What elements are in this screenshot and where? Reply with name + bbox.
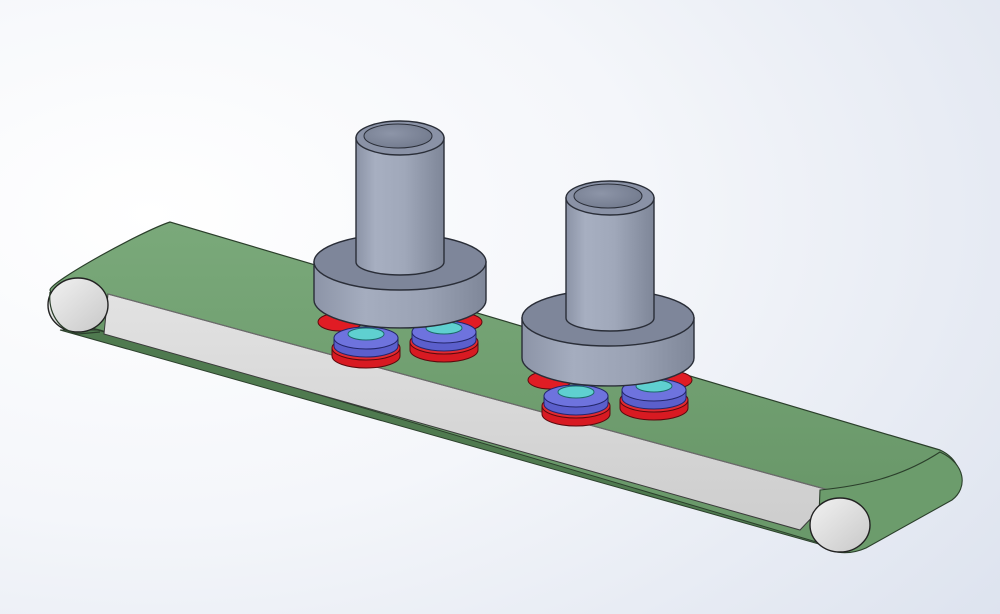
end-roller-left (47, 277, 109, 333)
left-wrap-edge (49, 291, 101, 335)
holder-assembly-2 (521, 180, 695, 427)
shaft-1 (355, 120, 445, 276)
conveyor (47, 221, 963, 554)
end-roller-right (809, 497, 871, 553)
puck-front-left-2 (541, 384, 611, 427)
puck-front-left-1 (331, 326, 401, 369)
shaft-2 (565, 180, 655, 332)
holder-assembly-1 (313, 120, 487, 369)
panel-top-edge (107, 293, 837, 493)
puck-front-right-1 (409, 320, 479, 363)
